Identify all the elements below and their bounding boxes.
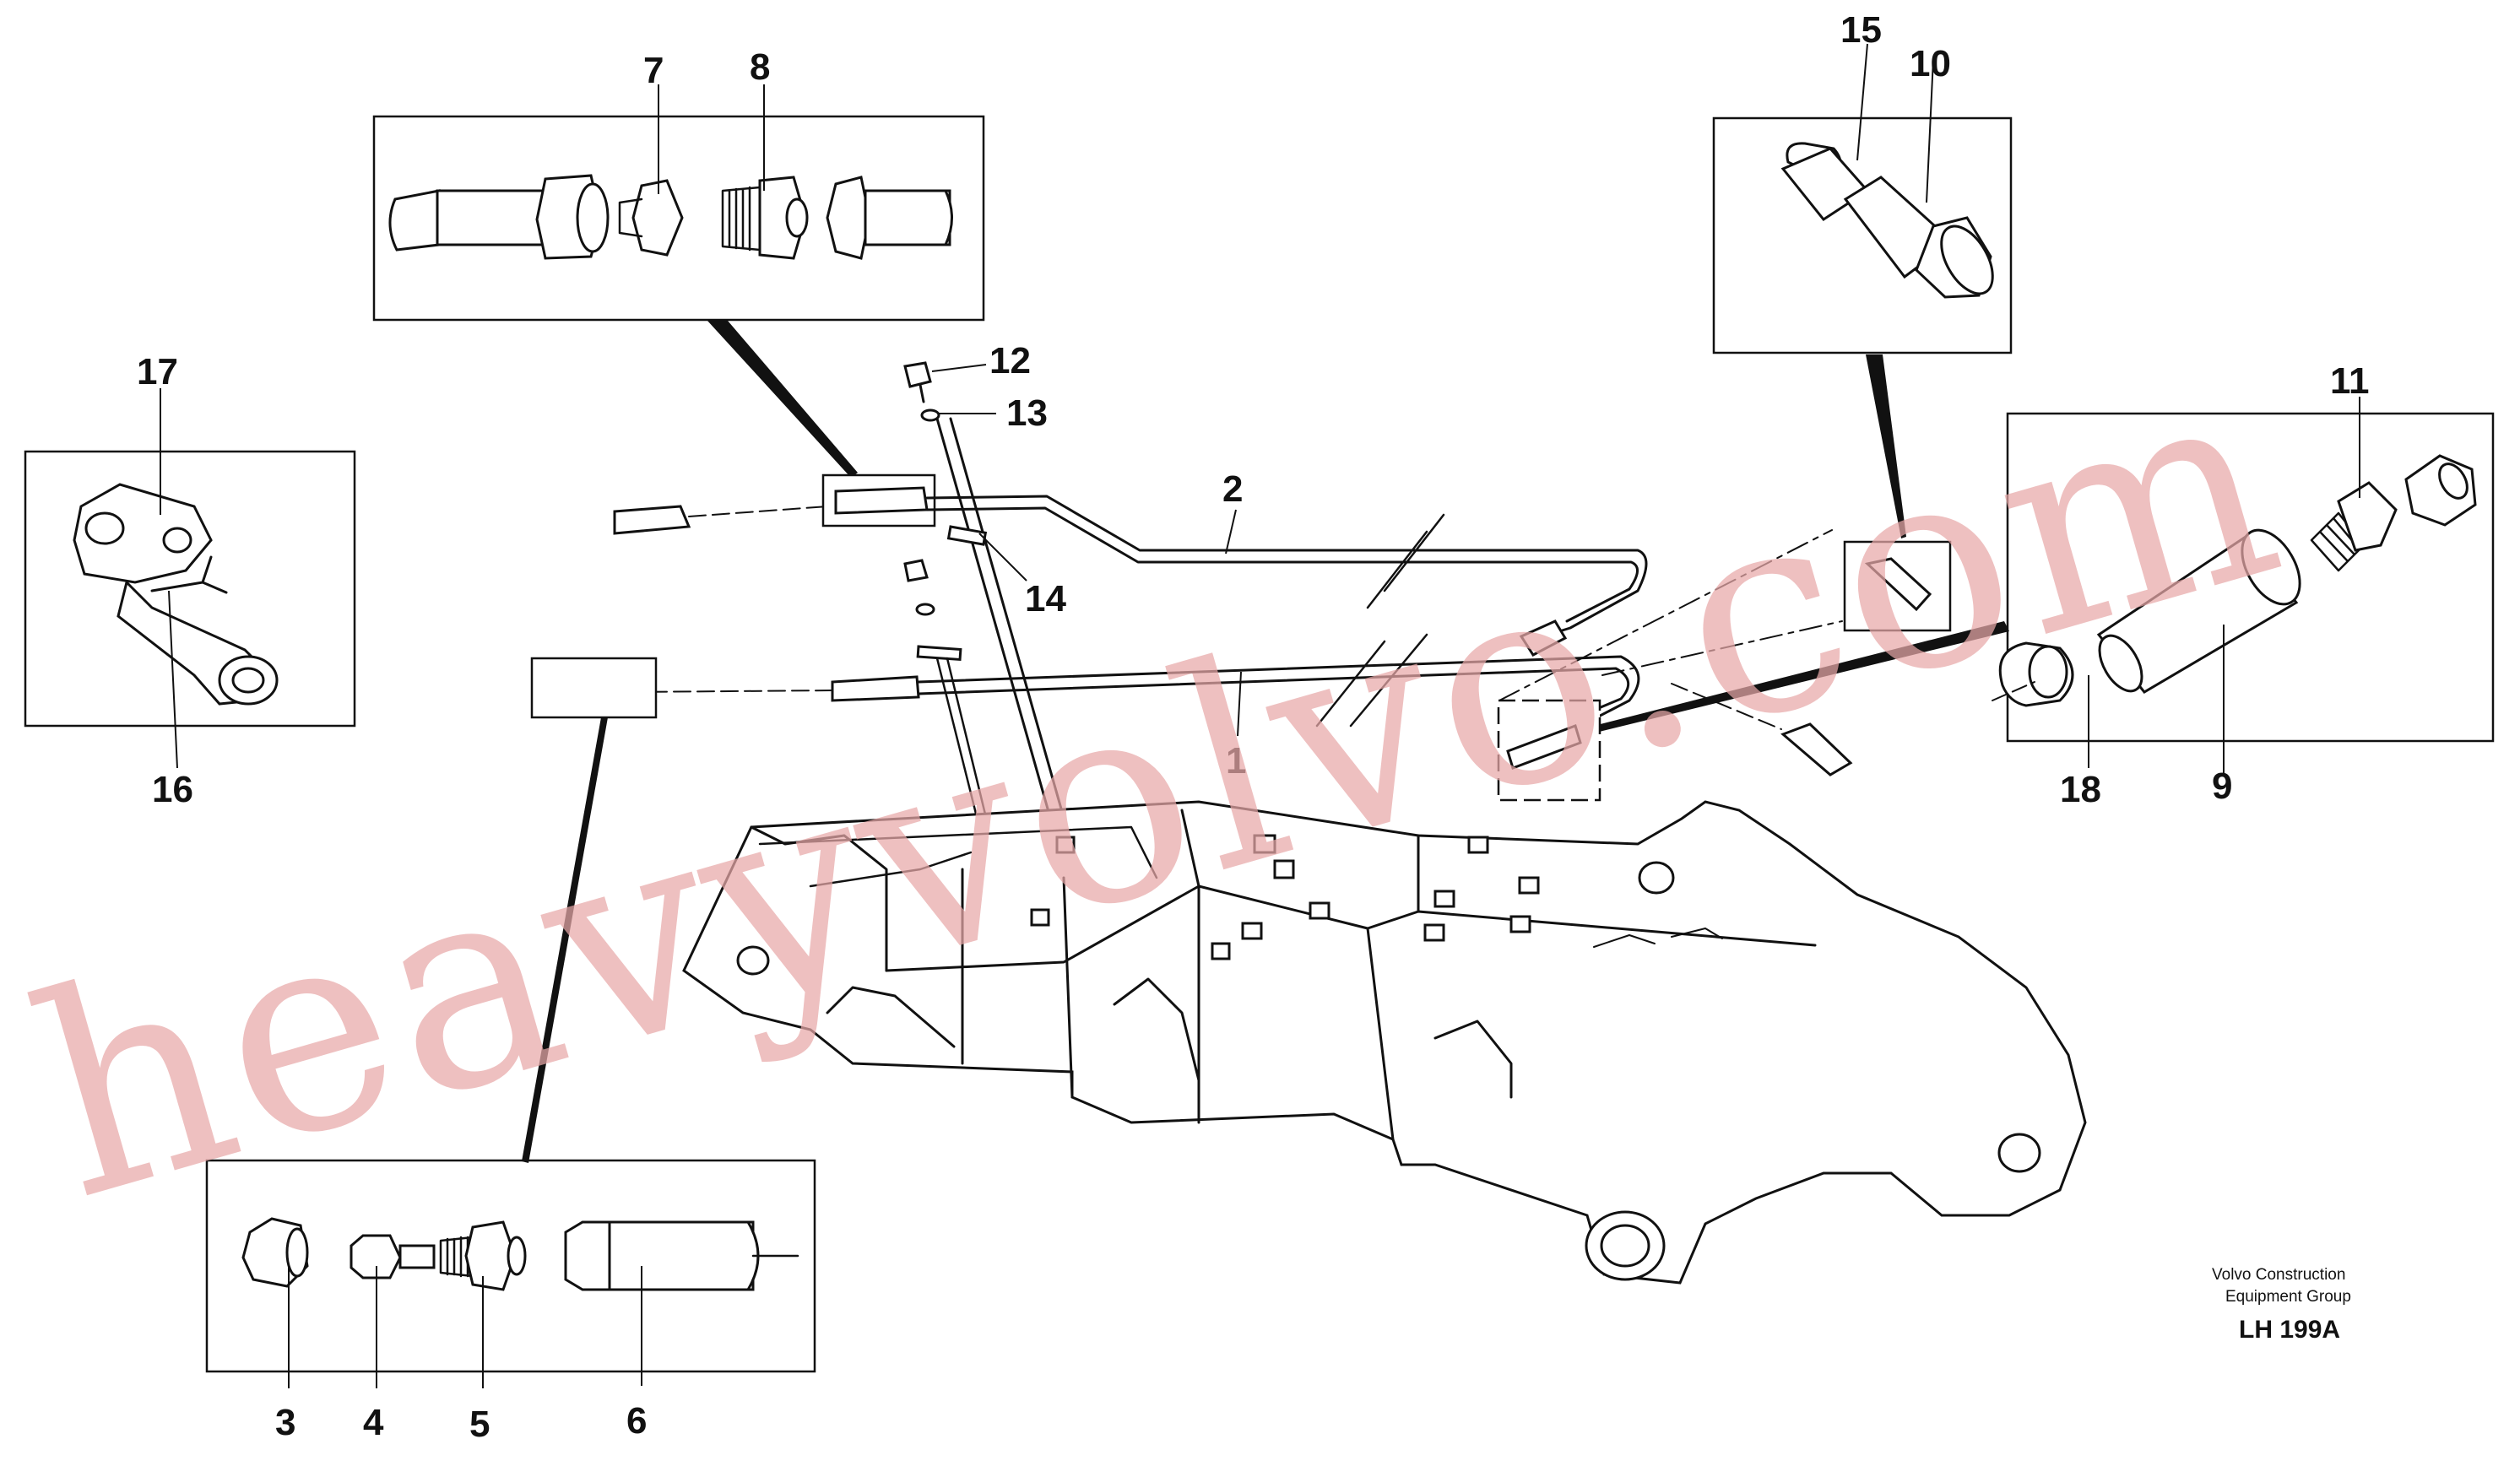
- hose-assembly: [530, 473, 1952, 802]
- caption-line-1: Volvo Construction: [2212, 1266, 2345, 1284]
- callout-14: 14: [1025, 578, 1066, 619]
- callout-15: 15: [1840, 9, 1882, 51]
- detail-box-coupling-11-9-18: [1992, 412, 2495, 743]
- detail-box-bracket-17-16: [24, 450, 356, 728]
- callout-18: 18: [2060, 769, 2101, 810]
- callout-13: 13: [1006, 392, 1048, 434]
- detail-pointer-11-9-18: [1580, 621, 2009, 736]
- callout-9: 9: [2212, 765, 2232, 807]
- callout-6: 6: [626, 1400, 647, 1442]
- callout-2: 2: [1222, 468, 1243, 510]
- callout-10: 10: [1910, 43, 1951, 84]
- callout-3: 3: [275, 1402, 295, 1443]
- callout-12: 12: [989, 340, 1031, 381]
- callout-17: 17: [137, 351, 178, 392]
- callout-8: 8: [750, 46, 770, 88]
- callout-16: 16: [152, 769, 193, 810]
- callout-7: 7: [643, 50, 664, 91]
- detail-box-fittings-7-8: [372, 115, 985, 322]
- boom-arm: [682, 800, 2087, 1285]
- caption-line-2: Equipment Group: [2225, 1288, 2351, 1306]
- detail-box-plug-15-10: [1712, 116, 2013, 354]
- callout-1: 1: [1226, 740, 1246, 782]
- callout-4: 4: [363, 1402, 384, 1443]
- detail-pointer-7-8: [707, 321, 858, 478]
- detail-pointer-15-10: [1866, 354, 1906, 538]
- caption-code: LH 199A: [2239, 1316, 2340, 1344]
- detail-box-fittings-3-6: [205, 1159, 816, 1373]
- detail-pointer-3-6: [522, 717, 608, 1163]
- callout-11: 11: [2330, 360, 2370, 402]
- callout-5: 5: [469, 1404, 490, 1445]
